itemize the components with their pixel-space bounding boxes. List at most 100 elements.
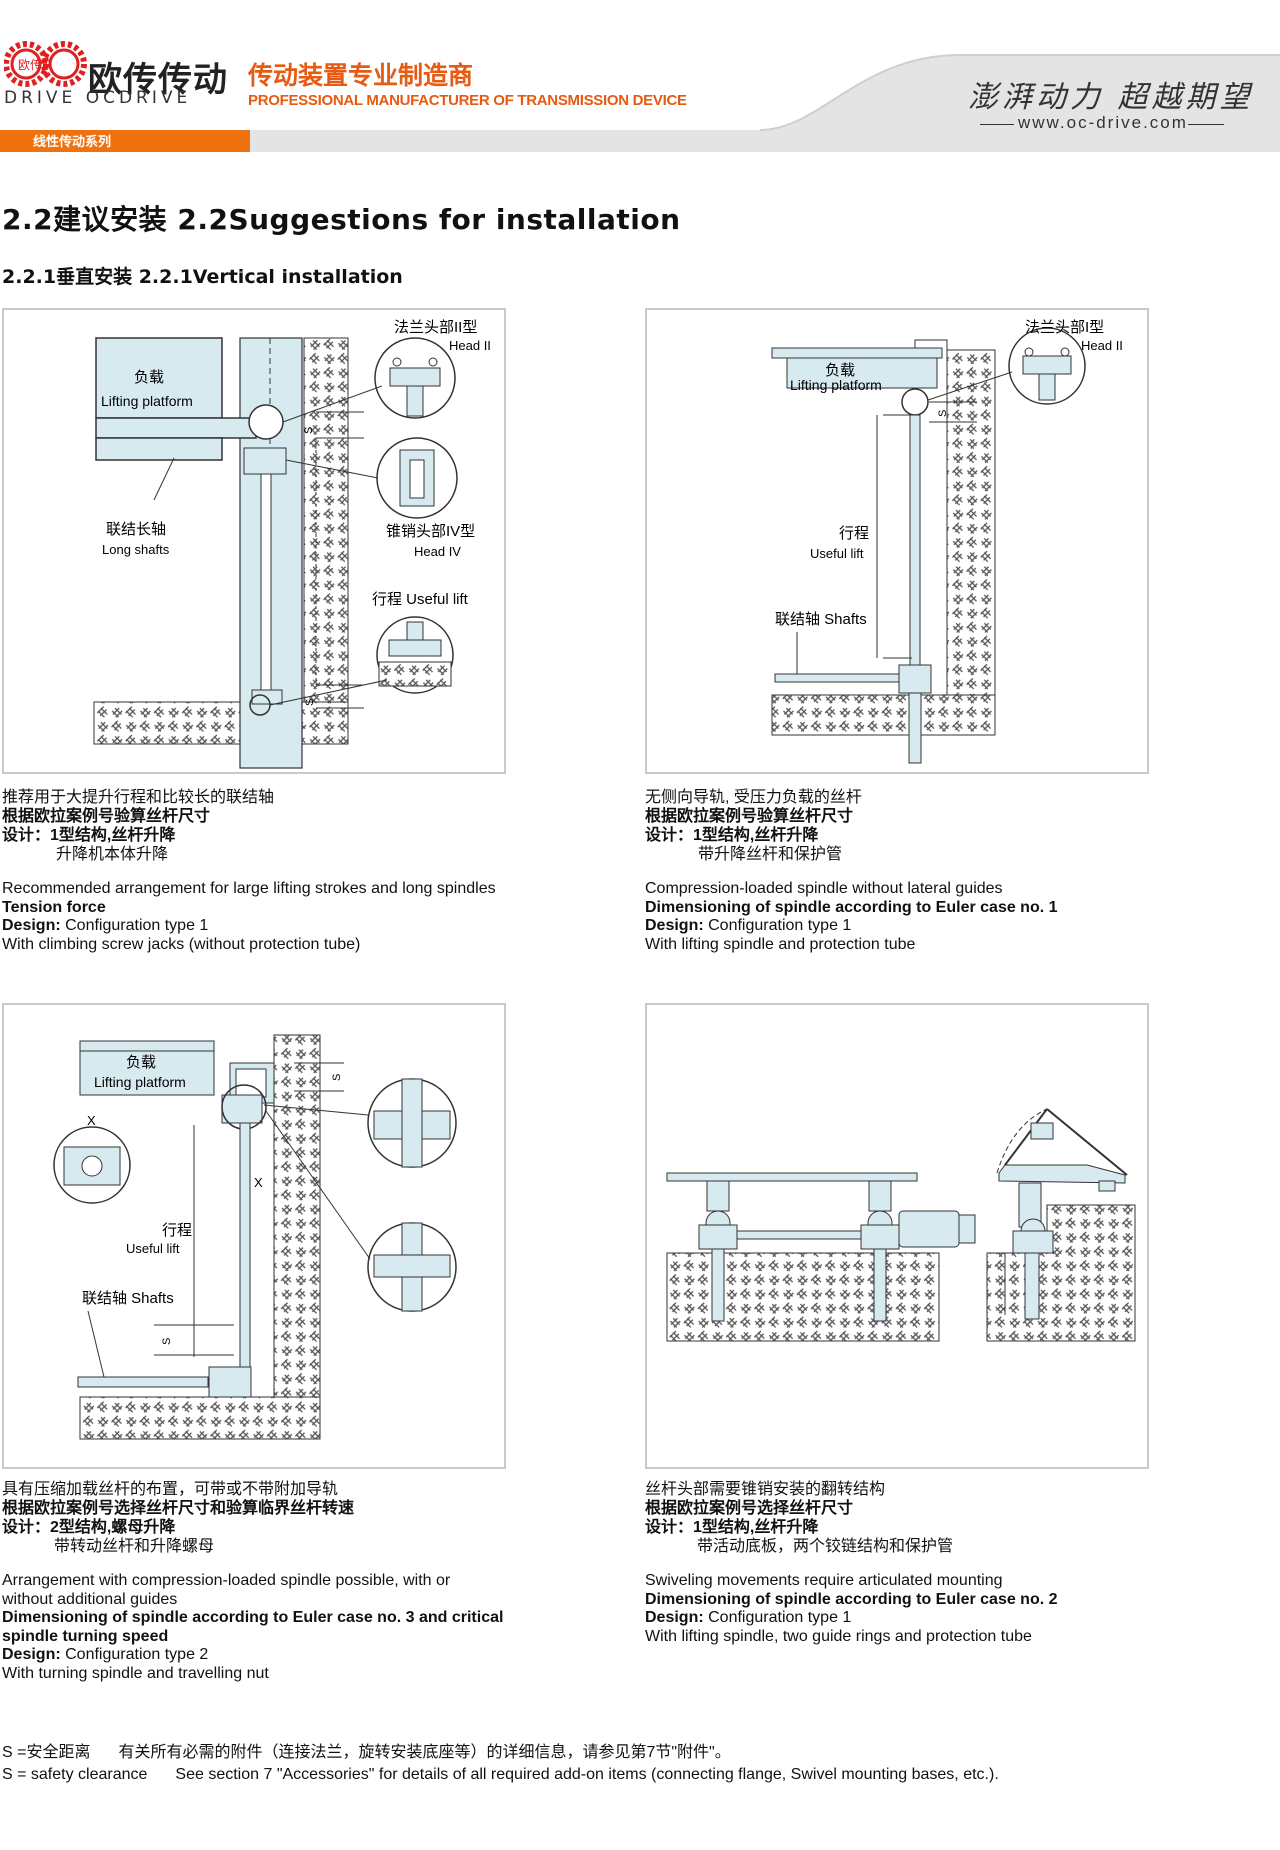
diagram-3-drawing: 负载 Lifting platform S S X X 行程 Useful li… bbox=[53, 1034, 457, 1440]
diagram-panel-2: 负载 Lifting platform S 法兰头部I型 Head II 行程 … bbox=[645, 308, 1149, 774]
caption-4-en-line-1: Swiveling movements require articulated … bbox=[645, 1572, 1003, 1589]
caption-3-en-bold-1: Dimensioning of spindle according to Eul… bbox=[2, 1609, 504, 1626]
caption-4-cn-line-3: 设计：1型结构,丝杆升降 bbox=[645, 1519, 819, 1536]
lift-label-en: Useful lift bbox=[810, 546, 864, 561]
brand-name-en: DRIVE OCDRIVE bbox=[4, 88, 192, 108]
s-dim: S bbox=[937, 410, 949, 417]
site-rule-right bbox=[1188, 124, 1224, 125]
platform-label-en: Lifting platform bbox=[94, 1074, 186, 1090]
footnote-en-key: S = safety clearance bbox=[2, 1766, 148, 1783]
slogan: 澎湃动力 超越期望 bbox=[968, 80, 1254, 115]
wall-hatch bbox=[303, 337, 349, 739]
caption-2-cn-line-4: 带升降丝杆和保护管 bbox=[698, 846, 843, 863]
caption-1-cn-line-1: 推荐用于大提升行程和比较长的联结轴 bbox=[2, 789, 275, 806]
lift-label-cn: 行程 bbox=[839, 525, 869, 542]
tagline-cn: 传动装置专业制造商 bbox=[248, 61, 474, 90]
caption-2-en-line-1: Compression-loaded spindle without later… bbox=[645, 880, 1003, 897]
caption-4-design-label: Design: bbox=[645, 1609, 704, 1626]
series-bar bbox=[0, 130, 250, 152]
shafts-label: 联结轴 Shafts bbox=[82, 1290, 174, 1307]
caption-3-en-line-1: Arrangement with compression-loaded spin… bbox=[2, 1572, 451, 1589]
caption-2-design-value: Configuration type 1 bbox=[703, 917, 852, 934]
shafts-label: 联结轴 Shafts bbox=[775, 611, 867, 628]
head2-label-cn: 法兰头部I型 bbox=[1025, 319, 1104, 336]
caption-2-cn-line-1: 无侧向导轨, 受压力负载的丝杆 bbox=[645, 789, 862, 806]
shafts-label-en: Long shafts bbox=[102, 542, 170, 557]
platform-label-en: Lifting platform bbox=[101, 393, 193, 409]
diagram-panel-3: 负载 Lifting platform S S X X 行程 Useful li… bbox=[2, 1003, 506, 1469]
lift-label-en: Useful lift bbox=[126, 1241, 180, 1256]
caption-2-cn-line-2: 根据欧拉案例号验算丝杆尺寸 bbox=[645, 808, 854, 825]
caption-3-cn-line-3: 设计：2型结构,螺母升降 bbox=[2, 1519, 176, 1536]
s-dim-top: S bbox=[303, 427, 315, 434]
caption-2: 无侧向导轨, 受压力负载的丝杆 根据欧拉案例号验算丝杆尺寸 设计：1型结构,丝杆… bbox=[645, 788, 1058, 954]
tagline-en: PROFESSIONAL MANUFACTURER OF TRANSMISSIO… bbox=[248, 92, 687, 109]
footnote-cn-key: S =安全距离 bbox=[2, 1744, 91, 1761]
caption-3-cn-line-4: 带转动丝杆和升降螺母 bbox=[54, 1538, 215, 1555]
head4-label-cn: 锥销头部IV型 bbox=[386, 523, 475, 540]
footnote-cn: S =安全距离 有关所有必需的附件（连接法兰，旋转安装底座等）的详细信息，请参见第… bbox=[2, 1738, 731, 1762]
head4-label-en: Head IV bbox=[414, 544, 461, 559]
section-title: 2.2建议安装 2.2Suggestions for installation bbox=[2, 203, 681, 236]
caption-3-cn-line-2: 根据欧拉案例号选择丝杆尺寸和验算临界丝杆转速 bbox=[2, 1500, 355, 1517]
caption-4-cn-line-4: 带活动底板，两个铰链结构和保护管 bbox=[697, 1538, 954, 1555]
caption-1-design-value: Configuration type 1 bbox=[60, 917, 209, 934]
caption-1-en-line-4: With climbing screw jacks (without prote… bbox=[2, 935, 361, 953]
caption-2-design-label: Design: bbox=[645, 917, 704, 934]
header-background bbox=[0, 54, 1280, 152]
caption-4-cn-line-2: 根据欧拉案例号选择丝杆尺寸 bbox=[645, 1500, 854, 1517]
company-logo: 欧传 bbox=[4, 41, 87, 87]
caption-3: 具有压缩加载丝杆的布置，可带或不带附加导轨 根据欧拉案例号选择丝杆尺寸和验算临界… bbox=[2, 1480, 503, 1683]
footnote-cn-text: 有关所有必需的附件（连接法兰，旋转安装底座等）的详细信息，请参见第7节"附件"。 bbox=[118, 1744, 731, 1761]
head2-label-en: Head II bbox=[1081, 338, 1123, 353]
caption-4-en-line-4: With lifting spindle, two guide rings an… bbox=[645, 1627, 1032, 1645]
head2-label-cn: 法兰头部II型 bbox=[394, 319, 477, 336]
lift-label-cn: 行程 bbox=[162, 1222, 192, 1239]
caption-1-cn-line-4: 升降机本体升降 bbox=[56, 846, 169, 863]
footnote-en: S = safety clearance See section 7 "Acces… bbox=[2, 1766, 999, 1784]
platform-label-cn: 负载 bbox=[134, 369, 164, 386]
s-dim-bottom: S bbox=[304, 699, 316, 706]
caption-2-en-line-4: With lifting spindle and protection tube bbox=[645, 935, 916, 953]
platform-label-cn: 负载 bbox=[126, 1054, 156, 1071]
series-label: 线性传动系列 bbox=[33, 134, 112, 149]
caption-3-cn-line-1: 具有压缩加载丝杆的布置，可带或不带附加导轨 bbox=[2, 1481, 339, 1498]
caption-4: 丝杆头部需要锥销安装的翻转结构 根据欧拉案例号选择丝杆尺寸 设计：1型结构,丝杆… bbox=[645, 1480, 1058, 1646]
website-text: www.oc-drive.com bbox=[1018, 113, 1188, 132]
platform-label-en: Lifting platform bbox=[790, 377, 882, 393]
caption-3-design-value: Configuration type 2 bbox=[60, 1646, 209, 1663]
platform-box bbox=[95, 337, 223, 419]
caption-4-design-value: Configuration type 1 bbox=[703, 1609, 852, 1626]
caption-1-cn-line-3: 设计：1型结构,丝杆升降 bbox=[2, 827, 176, 844]
diagram-2-drawing: 负载 Lifting platform S 法兰头部I型 Head II 行程 … bbox=[771, 319, 1123, 764]
caption-4-en-bold: Dimensioning of spindle according to Eul… bbox=[645, 1590, 1058, 1608]
logo-mark-text: 欧传 bbox=[18, 57, 42, 72]
diagram-panel-4 bbox=[645, 1003, 1149, 1469]
caption-3-en-line-2: without additional guides bbox=[2, 1590, 178, 1608]
brand-name-cn: 欧传传动 bbox=[88, 60, 228, 100]
x-arrow-marker: X bbox=[254, 1175, 263, 1190]
head2-label-en: Head II bbox=[449, 338, 491, 353]
caption-4-cn-line-1: 丝杆头部需要锥销安装的翻转结构 bbox=[645, 1481, 886, 1498]
caption-3-en-bold-2: spindle turning speed bbox=[2, 1627, 169, 1645]
footnote-en-text: See section 7 "Accessories" for details … bbox=[175, 1766, 999, 1783]
diagram-panel-1: 负载 Lifting platform S S 法兰头部II型 bbox=[2, 308, 506, 774]
s-dim-top: S bbox=[331, 1074, 343, 1081]
caption-2-cn-line-3: 设计：1型结构,丝杆升降 bbox=[645, 827, 819, 844]
site-rule-left bbox=[980, 124, 1014, 125]
useful-lift-label: 行程 Useful lift bbox=[372, 591, 469, 608]
shafts-label-cn: 联结长轴 bbox=[106, 521, 166, 538]
x-section-marker: X bbox=[87, 1113, 96, 1128]
platform-label-cn: 负载 bbox=[825, 362, 855, 379]
diagram-1-drawing: 负载 Lifting platform S S 法兰头部II型 bbox=[93, 319, 491, 769]
caption-1-en-bold: Tension force bbox=[2, 898, 106, 916]
caption-2-en-bold: Dimensioning of spindle according to Eul… bbox=[645, 898, 1058, 916]
caption-1-design-label: Design: bbox=[2, 917, 61, 934]
section-subtitle: 2.2.1垂直安装 2.2.1Vertical installation bbox=[2, 266, 403, 288]
page-header: 欧传 欧传传动 DRIVE OCDRIVE 传动装置专业制造商 PROFESSI… bbox=[0, 0, 1280, 155]
floor-hatch bbox=[93, 701, 349, 745]
caption-3-en-line-4: With turning spindle and travelling nut bbox=[2, 1664, 269, 1682]
diagram-4-drawing bbox=[666, 1108, 1136, 1342]
caption-1-en-line-1: Recommended arrangement for large liftin… bbox=[2, 880, 496, 897]
caption-1: 推荐用于大提升行程和比较长的联结轴 根据欧拉案例号验算丝杆尺寸 设计：1型结构,… bbox=[2, 788, 496, 954]
